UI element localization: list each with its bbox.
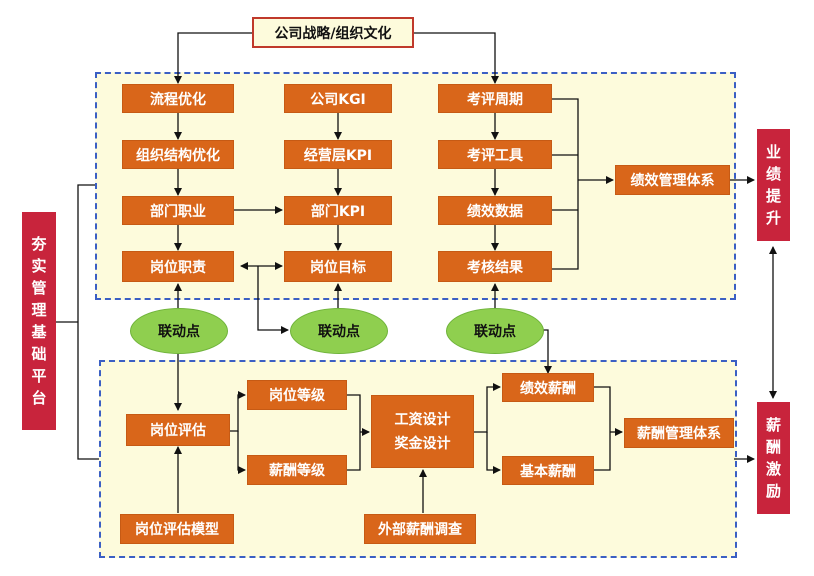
process-optimization-box: 流程优化 [122, 84, 234, 113]
foundation-platform-label: 夯 实 管 理 基 础 平 台 [22, 212, 56, 430]
management-kpi-box: 经营层KPI [284, 140, 392, 169]
side-left-char: 实 [31, 257, 47, 275]
compensation-system-box: 薪酬管理体系 [624, 418, 734, 448]
post-evaluation-model-box: 岗位评估模型 [120, 514, 234, 544]
link-point-ellipse-3: 联动点 [446, 308, 544, 354]
side-left-char: 台 [31, 389, 47, 407]
side-right-char: 激 [765, 460, 781, 478]
post-responsibility-box: 岗位职责 [122, 251, 234, 282]
performance-data-box: 绩效数据 [438, 196, 552, 225]
base-pay-box: 基本薪酬 [502, 456, 594, 485]
department-kpi-box: 部门KPI [284, 196, 392, 225]
wage-bonus-design-box: 工资设计 奖金设计 [371, 395, 474, 468]
org-structure-optimization-box: 组织结构优化 [122, 140, 234, 169]
side-right-char: 酬 [765, 438, 781, 456]
side-right-char: 业 [765, 143, 781, 161]
side-left-char: 夯 [31, 235, 47, 253]
bonus-design-text: 奖金设计 [394, 435, 451, 452]
side-right-char: 升 [765, 209, 781, 227]
strategy-culture-box: 公司战略/组织文化 [252, 17, 414, 48]
side-right-char: 绩 [765, 165, 781, 183]
side-right-char: 励 [765, 482, 781, 500]
performance-improve-label: 业 绩 提 升 [757, 129, 790, 241]
evaluation-tools-box: 考评工具 [438, 140, 552, 169]
side-right-char: 提 [765, 187, 781, 205]
pay-grade-box: 薪酬等级 [247, 455, 347, 485]
external-pay-survey-box: 外部薪酬调查 [364, 514, 476, 544]
post-grade-box: 岗位等级 [247, 380, 347, 410]
link-point-ellipse-1: 联动点 [130, 308, 228, 354]
evaluation-result-box: 考核结果 [438, 251, 552, 282]
side-right-char: 薪 [765, 416, 781, 434]
side-left-char: 基 [31, 323, 47, 341]
wage-design-text: 工资设计 [394, 411, 451, 428]
compensation-incentive-label: 薪 酬 激 励 [757, 402, 790, 514]
link-point-ellipse-2: 联动点 [290, 308, 388, 354]
company-kgi-box: 公司KGI [284, 84, 392, 113]
side-left-char: 础 [31, 345, 47, 363]
side-left-char: 管 [31, 279, 47, 297]
side-left-char: 理 [31, 301, 47, 319]
post-target-box: 岗位目标 [284, 251, 392, 282]
performance-system-box: 绩效管理体系 [615, 165, 730, 195]
post-evaluation-box: 岗位评估 [126, 414, 230, 446]
evaluation-cycle-box: 考评周期 [438, 84, 552, 113]
side-left-char: 平 [31, 367, 47, 385]
department-duty-box: 部门职业 [122, 196, 234, 225]
performance-pay-box: 绩效薪酬 [502, 373, 594, 402]
